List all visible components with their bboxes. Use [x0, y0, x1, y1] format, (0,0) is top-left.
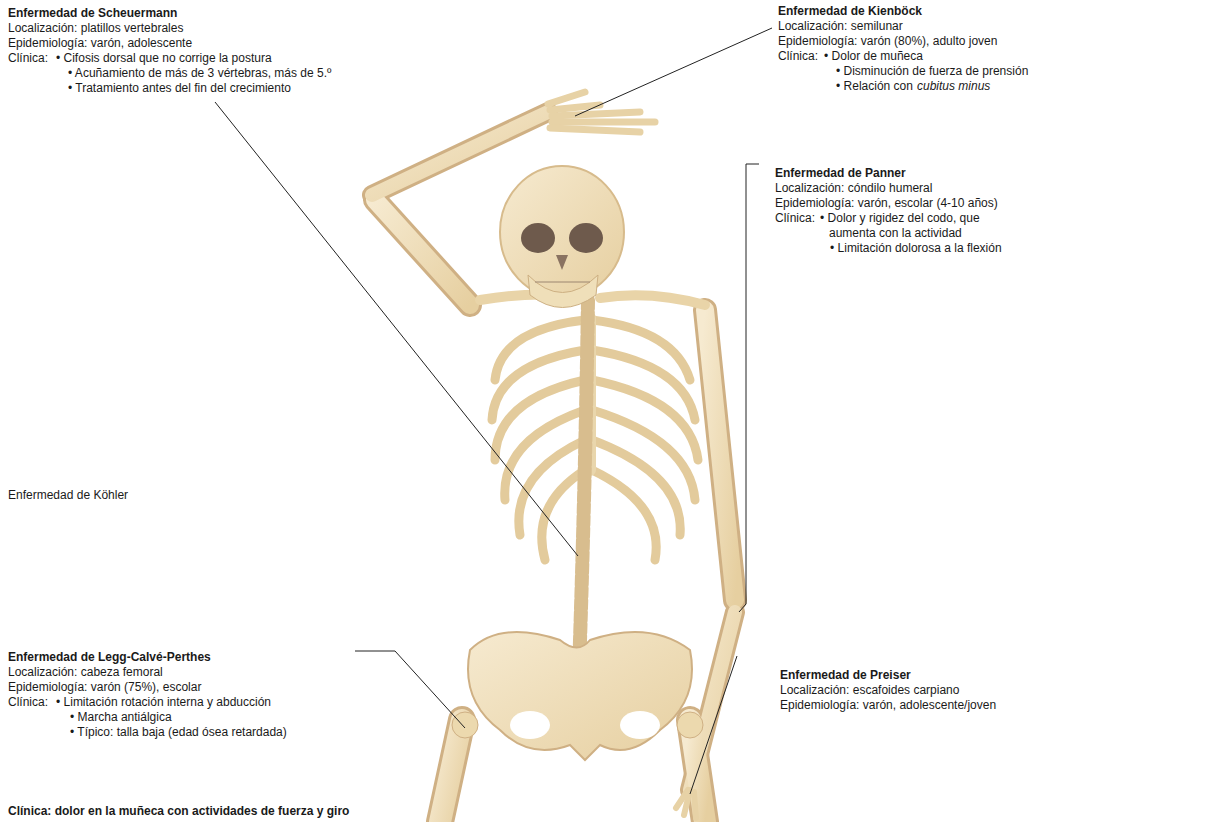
callout-text: Clínica: [8, 695, 48, 710]
callout-text: • Acuñamiento de más de 3 vértebras, más… [68, 66, 331, 81]
callout-text: Localización: cóndilo humeral [775, 181, 932, 196]
callout-text: • Tratamiento antes del fin del crecimie… [68, 81, 291, 96]
callout-text: Epidemiología: varón (75%), escolar [8, 680, 201, 695]
callout-text: Localización: cabeza femoral [8, 665, 163, 680]
callout-text: • Disminución de fuerza de prensión [836, 64, 1028, 79]
disease-title: Enfermedad de Panner [775, 166, 906, 181]
callout-text: Enfermedad de Köhler [8, 488, 128, 503]
disease-title: Enfermedad de Legg-Calvé-Perthes [8, 650, 211, 665]
disease-title: Enfermedad de Preiser [780, 668, 911, 683]
callout-text: Localización: semilunar [778, 19, 903, 34]
callout-text: • Cifosis dorsal que no corrige la postu… [56, 51, 272, 66]
callout-text: Epidemiología: varón, adolescente/joven [780, 698, 996, 713]
callout-text: Clínica: [8, 51, 48, 66]
callout-text: Localización: escafoides carpiano [780, 683, 959, 698]
callout-text: Epidemiología: varón (80%), adulto joven [778, 34, 997, 49]
callout-text: • Típico: talla baja (edad ósea retardad… [70, 725, 287, 740]
callout-text: Clínica: [778, 49, 818, 64]
callout-text: • Limitación rotación interna y abducció… [56, 695, 271, 710]
disease-title: Clínica: dolor en la muñeca con activida… [8, 804, 349, 819]
disease-title: Enfermedad de Scheuermann [8, 6, 177, 21]
disease-title: Enfermedad de Kienböck [778, 4, 922, 19]
callout-text: Clínica: [775, 211, 815, 226]
callout-text: • Relación con [836, 79, 913, 94]
callout-text: • Marcha antiálgica [70, 710, 172, 725]
callout-text: cubitus minus [917, 79, 990, 94]
callout-text: • Dolor y rigidez del codo, que aumenta … [820, 211, 1004, 241]
callout-text: • Dolor de muñeca [824, 49, 923, 64]
leader-line [215, 28, 772, 794]
callout-text: Localización: platillos vertebrales [8, 21, 183, 36]
callout-text: Epidemiología: varón, adolescente [8, 36, 192, 51]
callout-text: Epidemiología: varón, escolar (4-10 años… [775, 196, 998, 211]
callout-text: • Limitación dolorosa a la flexión [830, 241, 1002, 256]
